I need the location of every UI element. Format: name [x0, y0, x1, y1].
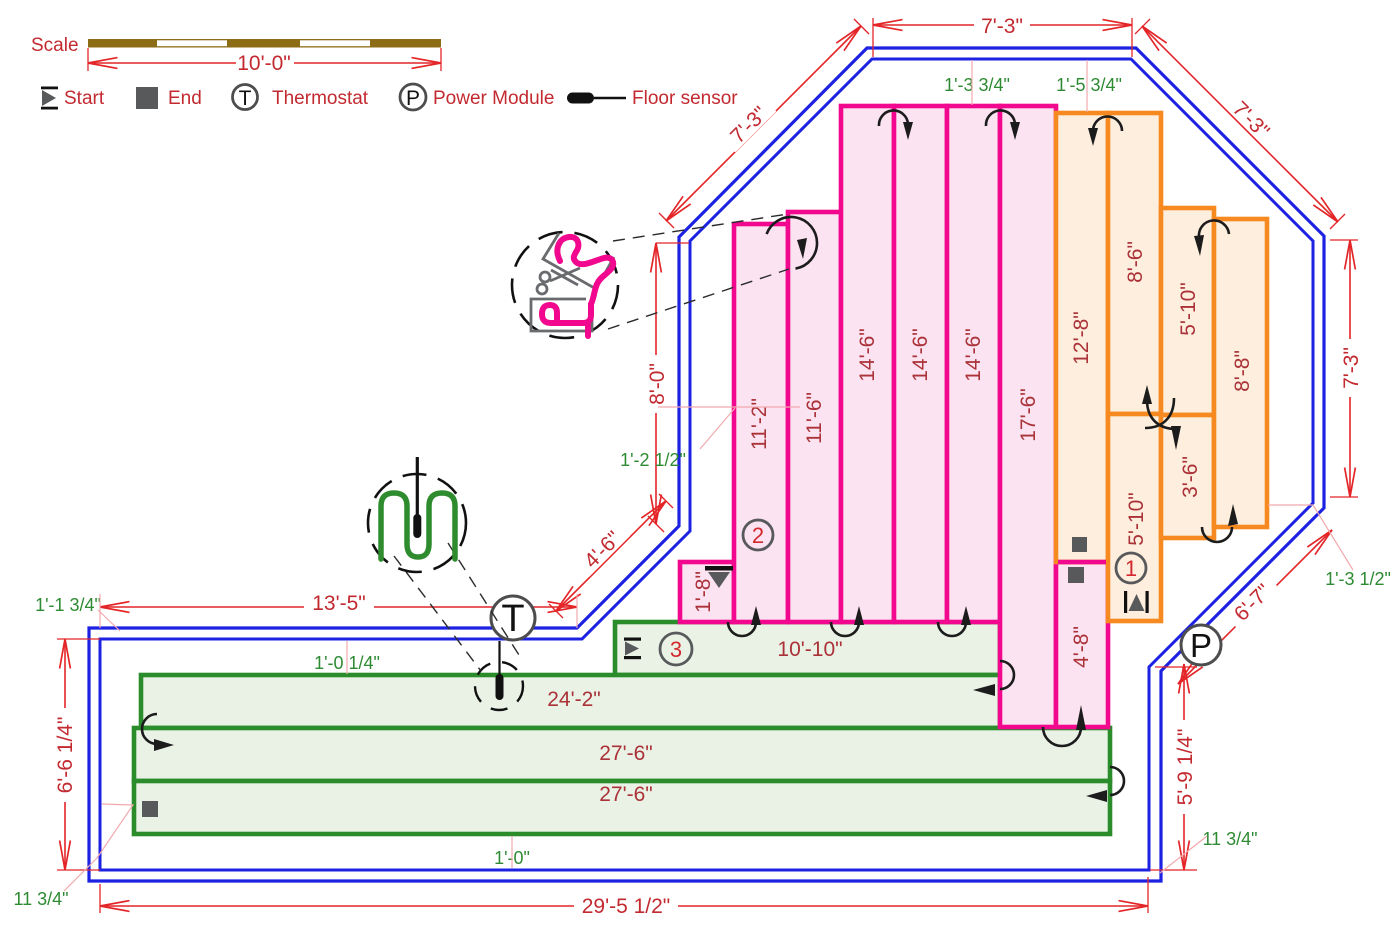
svg-text:Thermostat: Thermostat: [272, 88, 369, 109]
svg-text:7'-3": 7'-3": [981, 15, 1023, 38]
svg-text:11'-6": 11'-6": [803, 392, 826, 444]
svg-text:17'-6": 17'-6": [1017, 388, 1040, 442]
svg-text:1'-3 3/4": 1'-3 3/4": [944, 75, 1010, 95]
svg-text:14'-6": 14'-6": [856, 328, 879, 382]
svg-text:29'-5 1/2": 29'-5 1/2": [582, 895, 671, 918]
svg-text:11'-2": 11'-2": [748, 398, 771, 450]
svg-text:T: T: [239, 87, 252, 110]
svg-text:11 3/4": 11 3/4": [1202, 829, 1257, 849]
svg-text:2: 2: [752, 523, 764, 548]
svg-text:8'-6": 8'-6": [1124, 241, 1147, 283]
svg-text:5'-10": 5'-10": [1125, 492, 1148, 546]
svg-text:Floor sensor: Floor sensor: [632, 88, 738, 109]
svg-text:Scale: Scale: [31, 35, 79, 56]
svg-text:3'-6": 3'-6": [1179, 456, 1202, 498]
svg-text:24'-2": 24'-2": [547, 688, 601, 711]
svg-text:1'-2 1/2": 1'-2 1/2": [620, 450, 686, 470]
svg-text:1'-3 1/2": 1'-3 1/2": [1325, 569, 1391, 589]
svg-text:5'-10": 5'-10": [1177, 282, 1200, 336]
svg-text:3: 3: [670, 637, 682, 662]
svg-text:Start: Start: [64, 88, 105, 109]
svg-text:11 3/4": 11 3/4": [13, 889, 68, 909]
svg-text:5'-9 1/4": 5'-9 1/4": [1174, 729, 1197, 806]
svg-text:13'-5": 13'-5": [312, 592, 366, 615]
svg-text:T: T: [501, 598, 524, 640]
svg-text:8'-0": 8'-0": [646, 363, 669, 405]
svg-text:End: End: [168, 88, 202, 109]
svg-text:14'-6": 14'-6": [962, 328, 985, 382]
svg-text:27'-6": 27'-6": [599, 783, 653, 806]
svg-text:1: 1: [1125, 556, 1137, 581]
svg-text:12'-8": 12'-8": [1070, 311, 1093, 365]
svg-text:10'-0": 10'-0": [237, 52, 291, 75]
svg-text:Power Module: Power Module: [433, 88, 554, 109]
svg-text:10'-10": 10'-10": [777, 638, 842, 661]
svg-text:14'-6": 14'-6": [909, 328, 932, 382]
svg-text:6'-6 1/4": 6'-6 1/4": [54, 717, 77, 794]
svg-text:P: P: [406, 87, 420, 110]
svg-text:4'-8": 4'-8": [1070, 626, 1093, 668]
svg-text:P: P: [1190, 627, 1212, 664]
svg-text:1'-8": 1'-8": [692, 571, 715, 613]
svg-text:27'-6": 27'-6": [599, 742, 653, 765]
svg-text:7'-3": 7'-3": [1340, 347, 1363, 389]
svg-text:1'-1 3/4": 1'-1 3/4": [35, 595, 101, 615]
svg-text:8'-8": 8'-8": [1231, 350, 1254, 392]
svg-text:1'-5 3/4": 1'-5 3/4": [1056, 75, 1122, 95]
